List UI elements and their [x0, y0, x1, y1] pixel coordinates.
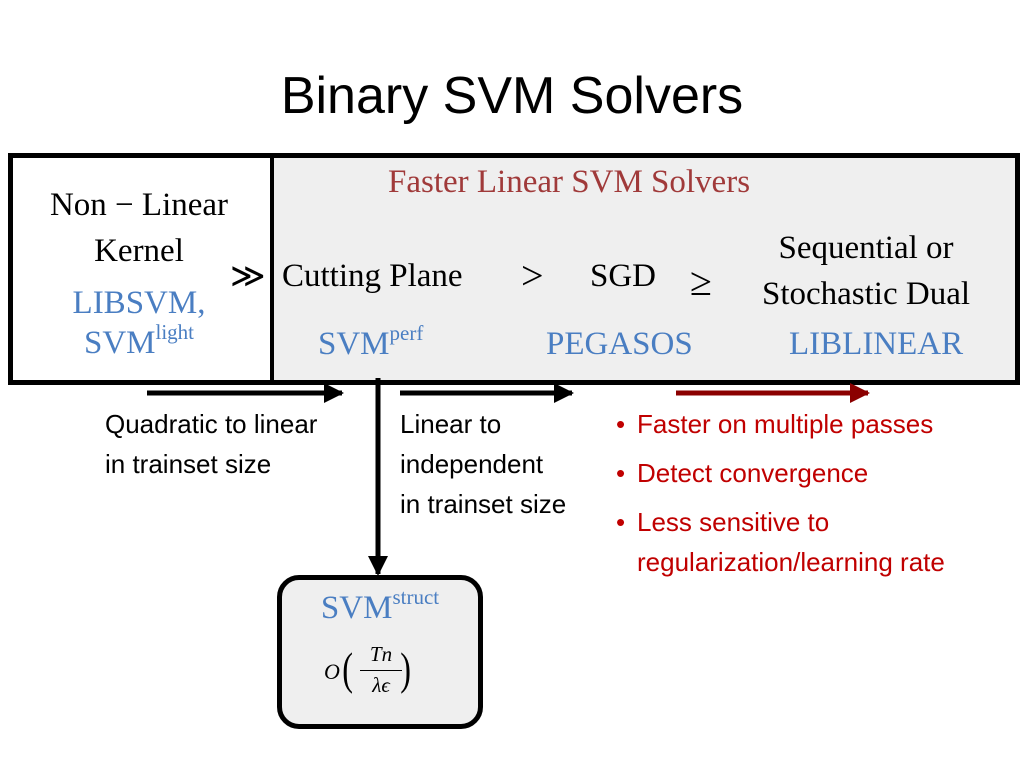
greater-symbol: >	[521, 253, 544, 298]
note-quadratic-to-linear: Quadratic to linear in trainset size	[105, 404, 317, 484]
linear-solvers-box	[270, 153, 1020, 385]
benefits-list: • Faster on multiple passes • Detect conve…	[616, 404, 945, 582]
bullet-icon: •	[616, 507, 626, 537]
kernel-solvers-box	[8, 153, 271, 385]
left-paren: (	[342, 643, 354, 694]
svmperf-base: SVM	[318, 326, 390, 362]
note-quadratic-line2: in trainset size	[105, 449, 272, 479]
list-item: • Faster on multiple passes	[616, 404, 945, 444]
kernel-heading-line1: Non − Linear	[49, 187, 229, 223]
sgd-label: SGD	[590, 258, 657, 294]
cutting-plane-label: Cutting Plane	[282, 258, 463, 294]
svmlight-base: SVM	[83, 325, 156, 361]
benefit-text-continued: regularization/learning rate	[637, 547, 945, 577]
svmstruct-box	[277, 575, 483, 729]
list-item: • Less sensitive to regularization/learnin…	[616, 502, 945, 582]
bullet-icon: •	[616, 409, 626, 439]
liblinear-label: LIBLINEAR	[789, 326, 964, 362]
svmperf-label: SVMperf	[318, 323, 423, 363]
svmperf-sup: perf	[389, 321, 424, 345]
svmstruct-base: SVM	[320, 590, 393, 626]
fraction-numerator: Tn	[369, 642, 393, 666]
libsvm-label: LIBSVM,	[72, 285, 206, 321]
note-linear-line1: Linear to	[400, 409, 502, 439]
note-quadratic-line1: Quadratic to linear	[105, 409, 318, 439]
note-linear-to-independent: Linear to independent in trainset size	[400, 404, 566, 524]
kernel-heading: Non − Linear Kernel	[14, 182, 264, 274]
linear-solvers-heading: Faster Linear SVM Solvers	[388, 164, 751, 200]
sequential-line2: Stochastic Dual	[761, 276, 971, 312]
note-linear-line3: in trainset size	[400, 489, 567, 519]
list-item: • Detect convergence	[616, 453, 945, 493]
benefit-text: Faster on multiple passes	[637, 409, 934, 439]
kernel-tools: LIBSVM, SVMlight	[14, 283, 264, 363]
much-greater-symbol: ≫	[230, 258, 266, 295]
note-linear-line2: independent	[400, 449, 544, 479]
sequential-dual-label: Sequential or Stochastic Dual	[735, 225, 997, 317]
pegasos-label: PEGASOS	[546, 326, 693, 362]
sequential-line1: Sequential or	[778, 230, 954, 266]
benefit-text: Detect convergence	[637, 458, 869, 488]
big-o-symbol: O	[324, 659, 340, 684]
kernel-heading-line2: Kernel	[94, 233, 184, 269]
svmstruct-sup: struct	[392, 585, 440, 609]
complexity-fraction: Tn λϵ	[360, 642, 402, 698]
bullet-icon: •	[616, 458, 626, 488]
svmlight-sup: light	[155, 320, 195, 344]
slide-title: Binary SVM Solvers	[280, 67, 744, 125]
benefit-text: Less sensitive to	[637, 507, 830, 537]
svmlight-label: SVMlight	[14, 320, 264, 363]
right-paren: )	[400, 643, 412, 694]
complexity-formula: O ( Tn λϵ )	[320, 640, 420, 700]
fraction-denominator: λϵ	[372, 673, 390, 697]
svmstruct-label: SVMstruct	[277, 587, 483, 627]
fraction-bar	[360, 670, 402, 671]
geq-symbol: ≥	[690, 259, 712, 304]
